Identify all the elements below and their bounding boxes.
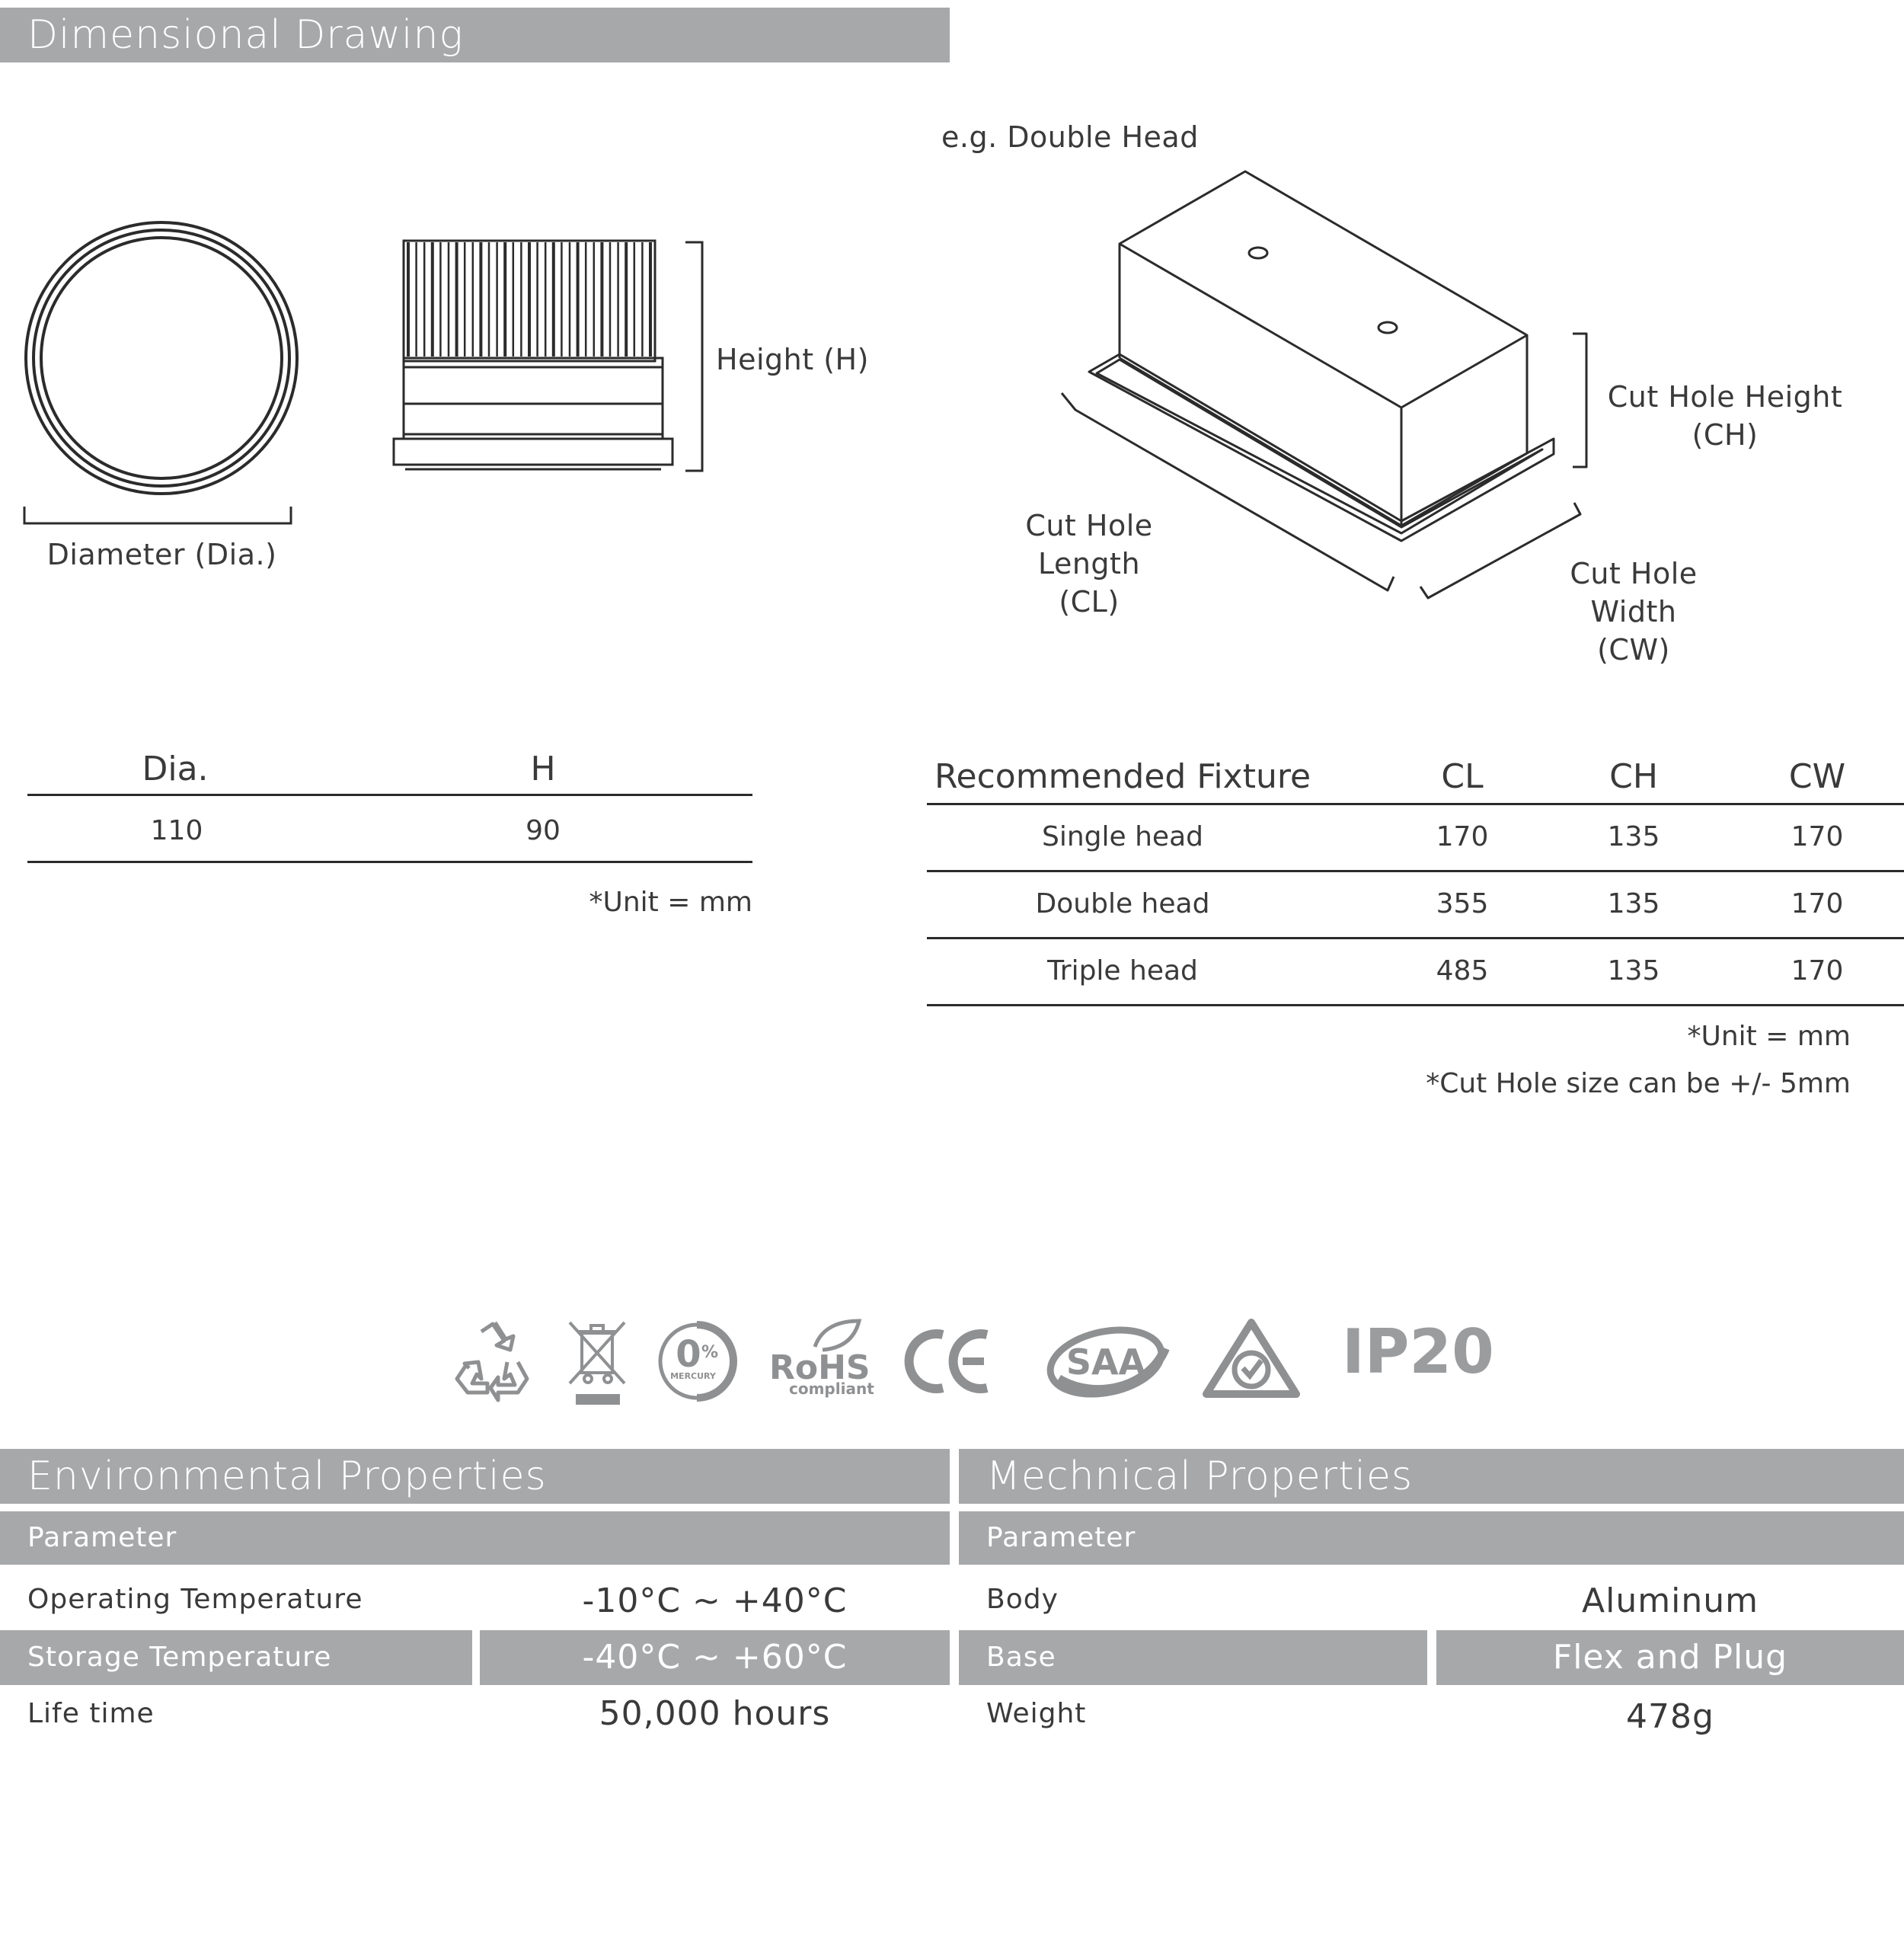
environmental-parameter-header: Parameter — [0, 1511, 950, 1565]
fixture-table-rule — [927, 803, 1904, 805]
rcm-icon — [1203, 1319, 1300, 1398]
fixture-table-rule — [927, 870, 1904, 872]
fixture-tolerance-note: *Cut Hole size can be +/- 5mm — [1426, 1068, 1851, 1099]
fixture-row-name: Single head — [1042, 821, 1203, 852]
dim-header-dia: Dia. — [142, 750, 209, 788]
fixture-row-cw: 170 — [1791, 888, 1844, 919]
cut-hole-width-label: Cut Hole Width (CW) — [1523, 555, 1744, 669]
height-label: Height (H) — [716, 343, 869, 376]
rohs-icon: RoHS compliant — [769, 1319, 874, 1398]
mech-row-label: Base — [959, 1630, 1427, 1685]
ip-rating-label: IP20 — [1342, 1316, 1494, 1387]
fixture-row-ch: 135 — [1607, 888, 1660, 919]
fixture-row-ch: 135 — [1607, 821, 1660, 852]
example-label: e.g. Double Head — [941, 120, 1199, 154]
mechanical-properties-header: Mechnical Properties — [959, 1449, 1904, 1504]
fixture-header-ch: CH — [1609, 757, 1658, 796]
diameter-label: Diameter (Dia.) — [46, 538, 277, 571]
fixture-table-rule — [927, 937, 1904, 939]
mech-row-value: 478g — [1626, 1697, 1714, 1736]
env-row-value: 50,000 hours — [599, 1694, 831, 1733]
fixture-row-name: Triple head — [1047, 955, 1198, 986]
mech-row-label: Weight — [986, 1698, 1087, 1729]
ce-mark-icon — [904, 1329, 989, 1393]
side-view-drawing — [392, 239, 704, 472]
dim-unit-note: *Unit = mm — [589, 887, 752, 918]
dim-table-rule — [27, 794, 752, 796]
dim-value-dia: 110 — [150, 815, 203, 846]
zero-mercury-icon: 0 % MERCURY — [658, 1321, 737, 1402]
cut-hole-height-text: Cut Hole Height — [1607, 380, 1843, 414]
fixture-row-name: Double head — [1035, 888, 1210, 919]
mech-row-value: Flex and Plug — [1436, 1630, 1904, 1685]
cut-hole-height-label: Cut Hole Height (CH) — [1607, 378, 1843, 454]
env-row-label: Life time — [27, 1698, 155, 1729]
cut-hole-height-abbr: (CH) — [1692, 418, 1759, 452]
fixture-row-cw: 170 — [1791, 821, 1844, 852]
dim-table-rule — [27, 861, 752, 863]
fixture-unit-note: *Unit = mm — [1687, 1021, 1851, 1052]
environmental-properties-header: Environmental Properties — [0, 1449, 950, 1504]
fixture-header-cl: CL — [1441, 757, 1484, 796]
isometric-box-drawing — [1060, 170, 1588, 600]
fixture-row-cl: 355 — [1436, 888, 1489, 919]
saa-icon: SAA — [1046, 1326, 1170, 1398]
rohs-sub-text: compliant — [789, 1380, 874, 1398]
recycle-icon — [455, 1321, 529, 1402]
env-row-label: Operating Temperature — [27, 1584, 363, 1615]
mechanical-parameter-header: Parameter — [959, 1511, 1904, 1565]
mercury-zero-text: 0 — [676, 1333, 701, 1376]
fixture-row-cw: 170 — [1791, 955, 1844, 986]
cut-hole-length-text: Cut Hole Length — [1025, 509, 1153, 580]
saa-text: SAA — [1066, 1341, 1146, 1383]
cut-hole-width-abbr: (CW) — [1597, 633, 1670, 667]
fixture-header-cw: CW — [1788, 757, 1846, 796]
top-view-drawing — [23, 221, 299, 525]
dim-header-h: H — [530, 750, 556, 788]
env-row-label: Storage Temperature — [0, 1630, 472, 1685]
fixture-row-cl: 170 — [1436, 821, 1489, 852]
fixture-header-name: Recommended Fixture — [934, 757, 1311, 796]
cut-hole-width-text: Cut Hole Width — [1570, 557, 1698, 628]
mech-row-label: Body — [986, 1584, 1059, 1615]
cut-hole-length-abbr: (CL) — [1059, 585, 1120, 619]
mercury-percent-text: % — [701, 1343, 718, 1362]
cut-hole-length-label: Cut Hole Length (CL) — [975, 507, 1203, 621]
dim-value-h: 90 — [526, 815, 561, 846]
env-row-value: -10°C ~ +40°C — [582, 1581, 848, 1620]
weee-bin-icon — [568, 1321, 626, 1405]
fixture-table-rule — [927, 1004, 1904, 1006]
mech-row-value: Aluminum — [1582, 1581, 1759, 1620]
fixture-row-ch: 135 — [1607, 955, 1660, 986]
mercury-sub-text: MERCURY — [670, 1371, 717, 1381]
fixture-row-cl: 485 — [1436, 955, 1489, 986]
dimensional-drawing-header: Dimensional Drawing — [0, 8, 950, 62]
rohs-main-text: RoHS — [769, 1348, 871, 1387]
env-row-value: -40°C ~ +60°C — [480, 1630, 950, 1685]
